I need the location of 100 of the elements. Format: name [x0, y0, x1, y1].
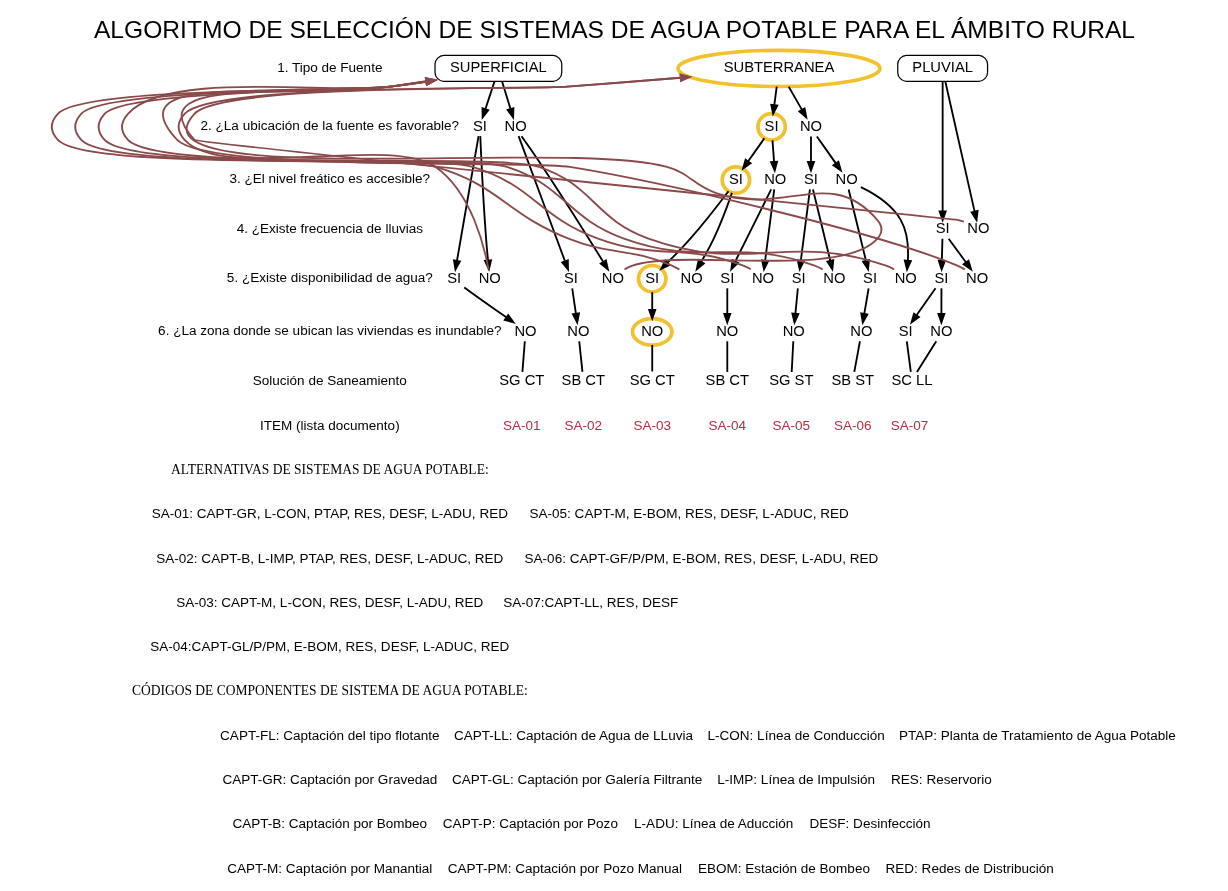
node-text: NO: [929, 322, 952, 339]
arrow: [806, 135, 815, 174]
node-label: SA-06: [833, 417, 872, 433]
arrow: [790, 287, 800, 326]
arrow: [462, 286, 516, 324]
arrow: [517, 135, 569, 272]
arrow: [647, 291, 657, 322]
label: ALTERNATIVAS DE SISTEMAS DE AGUA POTABLE:: [170, 461, 489, 477]
node-text: NO: [966, 220, 989, 237]
arrow: [909, 287, 936, 325]
label: SA-07:CAPT-LL, RES, DESF: [502, 594, 678, 610]
label: SA-05: CAPT-M, E-BOM, RES, DESF, L-ADUC, RED: [529, 506, 849, 522]
arrow: [937, 80, 947, 223]
node-text: SI: [803, 170, 818, 187]
arrow: [859, 287, 870, 326]
arrow: [481, 80, 495, 120]
node-text: SG CT: [498, 372, 544, 389]
arrow: [452, 135, 479, 273]
label: DESF: Desinfección: [809, 816, 931, 832]
node-text: SI: [446, 269, 461, 286]
label: SA-01: CAPT-GR, L-CON, PTAP, RES, DESF, L-ADU, RED: [151, 506, 508, 522]
label: CAPT-GR: Captación por Gravedad: [221, 772, 437, 788]
node-text: SI: [472, 117, 487, 134]
connector: [650, 344, 653, 373]
arrow: [859, 186, 912, 273]
node-text: SB ST: [831, 372, 874, 389]
node-text: NO: [715, 322, 738, 339]
node-label: SA-05: [771, 417, 810, 433]
arrow: [943, 80, 979, 223]
node-text: NO: [601, 269, 624, 286]
arrow: [937, 237, 946, 273]
label: 1. Tipo de Fuente: [276, 59, 382, 75]
label: PTAP: Planta de Tratamiento de Agua Potable: [898, 727, 1176, 743]
label: SA-03: CAPT-M, L-CON, RES, DESF, L-ADU, RED: [175, 594, 483, 610]
label: ITEM (lista documento): [259, 417, 400, 433]
node-text: SB CT: [561, 372, 605, 389]
arrow: [500, 80, 514, 121]
node-text: NO: [763, 170, 786, 187]
arrow: [520, 135, 609, 272]
node-label: SA-02: [564, 417, 602, 433]
label: CAPT-FL: Captación del tipo flotante: [219, 727, 439, 743]
label: CAPT-B: Captación por Bombeo: [232, 816, 427, 832]
node-text: NO: [504, 117, 527, 134]
arrow: [180, 77, 965, 223]
connector: [905, 340, 912, 373]
connector: [790, 340, 794, 373]
arrow: [570, 287, 580, 326]
arrow: [847, 188, 870, 272]
arrow: [811, 188, 834, 272]
label: CÓDIGOS DE COMPONENTES DE SISTEMA DE AGUA POTABLE:: [131, 683, 528, 699]
arrow: [947, 237, 973, 272]
label: RED: Redes de Distribución: [885, 860, 1054, 876]
node-label: SA-07: [890, 417, 928, 433]
node-text: NO: [478, 269, 501, 286]
node-box: PLUVIAL: [896, 54, 988, 82]
label: 5. ¿Existe disponibilidad de agua?: [226, 270, 433, 286]
node-text: SG CT: [629, 372, 675, 389]
node-text: SC LL: [890, 372, 932, 389]
node-text: NO: [835, 170, 858, 187]
label: CAPT-GL: Captación por Galería Filtrante: [451, 772, 702, 788]
label: CAPT-P: Captación por Pozo: [442, 816, 618, 832]
connector: [852, 340, 861, 373]
node-text: SB CT: [705, 372, 749, 389]
label: 2. ¿La ubicación de la fuente es favorable?: [200, 118, 459, 134]
node-ellipse: NO: [630, 316, 674, 347]
arrow: [936, 287, 946, 326]
label: L-CON: Línea de Conducción: [707, 727, 885, 743]
arrow: [769, 139, 778, 174]
connector: [915, 340, 937, 373]
node-circle: SI: [719, 164, 751, 195]
node-label: SA-01: [502, 417, 541, 433]
node-text: SI: [719, 269, 734, 286]
node-text: NO: [849, 322, 872, 339]
node-text: NO: [513, 322, 537, 339]
node-text: SI: [563, 269, 578, 286]
node-circle: SI: [755, 111, 787, 142]
label: CAPT-M: Captación por Manantial: [226, 860, 432, 876]
node-ellipse: SUBTERRANEA: [675, 48, 882, 89]
label: 3. ¿El nivel freático es accesible?: [229, 171, 430, 187]
node-text: NO: [782, 322, 805, 339]
arrow: [787, 85, 808, 120]
node-text: SG ST: [768, 372, 813, 389]
arrow: [815, 135, 842, 173]
connector: [521, 340, 526, 373]
label: SA-06: CAPT-GF/P/PM, E-BOM, RES, DESF, L-ADU, RED: [524, 550, 878, 566]
label: SA-02: CAPT-B, L-IMP, PTAP, RES, DESF, L-ADUC, RED: [155, 550, 503, 566]
label: EBOM: Estación de Bombeo: [697, 860, 870, 876]
label: 6. ¿La zona donde se ubican las viviendas es inundable?: [157, 323, 501, 339]
node-text: NO: [751, 269, 774, 286]
node-circle: SI: [636, 263, 668, 294]
label: SA-04:CAPT-GL/P/PM, E-BOM, RES, DESF, L-ADUC, RED: [149, 639, 509, 655]
diagram-title: ALGORITMO DE SELECCIÓN DE SISTEMAS DE AGUA POTABLE PARA EL ÁMBITO RURAL: [93, 15, 1135, 43]
node-label: SA-03: [632, 417, 671, 433]
node-text: SI: [898, 322, 913, 339]
arrow: [769, 85, 779, 117]
node-text: SI: [791, 269, 806, 286]
node-text: NO: [680, 269, 703, 286]
arrow: [694, 191, 733, 272]
node-text: NO: [822, 269, 845, 286]
label: Solución de Saneamiento: [252, 372, 407, 388]
